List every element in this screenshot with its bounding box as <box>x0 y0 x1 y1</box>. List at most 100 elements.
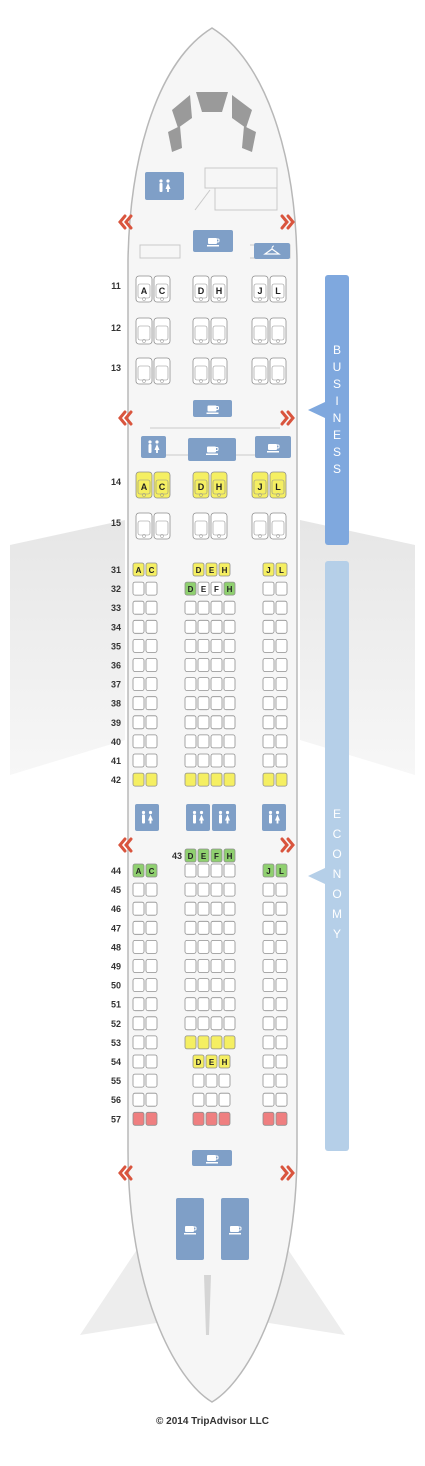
seat-41[interactable] <box>210 753 223 768</box>
seat-50[interactable] <box>145 978 158 992</box>
seat-36[interactable] <box>132 658 145 672</box>
seat-43H[interactable]: H <box>223 848 236 863</box>
seat-51[interactable] <box>223 997 236 1012</box>
seat-55[interactable] <box>262 1073 275 1088</box>
seat-45[interactable] <box>132 882 145 897</box>
seat-44C[interactable]: C <box>145 863 158 878</box>
seat-43D[interactable]: D <box>184 848 197 863</box>
seat-38[interactable] <box>275 696 288 711</box>
seat-37[interactable] <box>132 677 145 691</box>
seat-35[interactable] <box>210 639 223 653</box>
seat-32[interactable] <box>275 581 288 596</box>
seat-32D[interactable]: D <box>184 581 197 596</box>
seat-52[interactable] <box>262 1016 275 1031</box>
seat-11D[interactable]: D <box>192 275 210 303</box>
seat-51[interactable] <box>145 997 158 1012</box>
seat-38[interactable] <box>184 696 197 711</box>
seat-34[interactable] <box>210 619 223 634</box>
seat-53[interactable] <box>223 1035 236 1050</box>
seat-55[interactable] <box>145 1073 158 1088</box>
seat-46[interactable] <box>132 901 145 916</box>
seat-47[interactable] <box>132 920 145 935</box>
seat-57[interactable] <box>262 1111 275 1126</box>
seat-13[interactable] <box>210 357 228 385</box>
seat-48[interactable] <box>275 940 288 954</box>
seat-53[interactable] <box>262 1035 275 1050</box>
seat-55[interactable] <box>192 1073 205 1088</box>
seat-12[interactable] <box>251 317 269 345</box>
seat-42[interactable] <box>275 772 288 787</box>
seat-40[interactable] <box>223 734 236 749</box>
seat-33[interactable] <box>184 600 197 615</box>
seat-35[interactable] <box>132 639 145 653</box>
seat-57[interactable] <box>275 1111 288 1126</box>
seat-39[interactable] <box>184 715 197 730</box>
seat-53[interactable] <box>145 1035 158 1050</box>
seat-44[interactable] <box>184 863 197 878</box>
seat-41[interactable] <box>145 753 158 768</box>
seat-34[interactable] <box>184 619 197 634</box>
seat-14L[interactable]: L <box>269 471 287 499</box>
seat-12[interactable] <box>269 317 287 345</box>
seat-36[interactable] <box>262 658 275 672</box>
seat-38[interactable] <box>262 696 275 711</box>
seat-15[interactable] <box>251 512 269 540</box>
exit-right-2[interactable] <box>280 410 295 426</box>
seat-56[interactable] <box>275 1092 288 1107</box>
seat-39[interactable] <box>223 715 236 730</box>
seat-14C[interactable]: C <box>153 471 171 499</box>
seat-12[interactable] <box>192 317 210 345</box>
seat-32F[interactable]: F <box>210 581 223 596</box>
seat-32[interactable] <box>132 581 145 596</box>
seat-31A[interactable]: A <box>132 562 145 577</box>
seat-39[interactable] <box>275 715 288 730</box>
seat-51[interactable] <box>275 997 288 1012</box>
seat-42[interactable] <box>210 772 223 787</box>
seat-52[interactable] <box>275 1016 288 1031</box>
seat-48[interactable] <box>262 940 275 954</box>
seat-35[interactable] <box>145 639 158 653</box>
seat-49[interactable] <box>184 959 197 973</box>
seat-48[interactable] <box>145 940 158 954</box>
seat-42[interactable] <box>197 772 210 787</box>
seat-47[interactable] <box>197 920 210 935</box>
seat-15[interactable] <box>135 512 153 540</box>
seat-39[interactable] <box>197 715 210 730</box>
seat-39[interactable] <box>262 715 275 730</box>
exit-left-4[interactable] <box>118 1165 133 1181</box>
seat-52[interactable] <box>132 1016 145 1031</box>
seat-11L[interactable]: L <box>269 275 287 303</box>
seat-35[interactable] <box>275 639 288 653</box>
seat-49[interactable] <box>210 959 223 973</box>
seat-48[interactable] <box>210 940 223 954</box>
seat-38[interactable] <box>145 696 158 711</box>
seat-55[interactable] <box>275 1073 288 1088</box>
seat-40[interactable] <box>145 734 158 749</box>
seat-44[interactable] <box>210 863 223 878</box>
seat-53[interactable] <box>275 1035 288 1050</box>
seat-51[interactable] <box>210 997 223 1012</box>
seat-51[interactable] <box>132 997 145 1012</box>
seat-50[interactable] <box>262 978 275 992</box>
seat-32H[interactable]: H <box>223 581 236 596</box>
seat-52[interactable] <box>223 1016 236 1031</box>
seat-37[interactable] <box>145 677 158 691</box>
seat-56[interactable] <box>192 1092 205 1107</box>
seat-15[interactable] <box>192 512 210 540</box>
seat-48[interactable] <box>184 940 197 954</box>
seat-32[interactable] <box>145 581 158 596</box>
seat-34[interactable] <box>275 619 288 634</box>
seat-50[interactable] <box>197 978 210 992</box>
seat-12[interactable] <box>153 317 171 345</box>
seat-13[interactable] <box>153 357 171 385</box>
seat-50[interactable] <box>275 978 288 992</box>
seat-40[interactable] <box>210 734 223 749</box>
seat-31L[interactable]: L <box>275 562 288 577</box>
seat-44[interactable] <box>197 863 210 878</box>
exit-left-1[interactable] <box>118 214 133 230</box>
seat-44[interactable] <box>223 863 236 878</box>
seat-31D[interactable]: D <box>192 562 205 577</box>
seat-41[interactable] <box>197 753 210 768</box>
seat-43F[interactable]: F <box>210 848 223 863</box>
seat-31J[interactable]: J <box>262 562 275 577</box>
